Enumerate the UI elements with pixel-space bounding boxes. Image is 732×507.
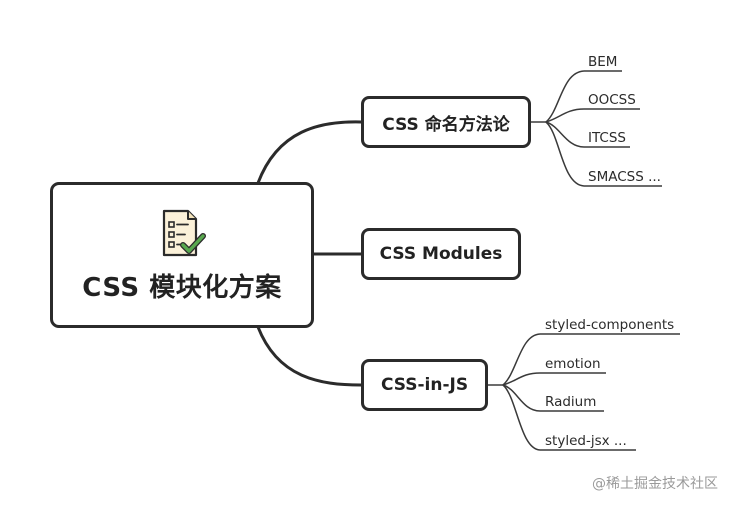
connector-to-styled-components [502, 333, 541, 386]
branch-label: CSS-in-JS [380, 375, 469, 395]
leaf-styled-components[interactable]: styled-components [545, 317, 675, 333]
connector-to-itcss [545, 121, 585, 148]
branch-css-modules[interactable]: CSS Modules [361, 228, 521, 280]
central-topic[interactable]: CSS 模块化方案 [50, 182, 314, 328]
leaf-bem[interactable]: BEM [588, 54, 618, 70]
leaf-radium[interactable]: Radium [545, 394, 597, 410]
branch-label: CSS Modules [379, 244, 503, 264]
connector-central-to-cssinjs [256, 325, 363, 387]
leaf-styled-jsx[interactable]: styled-jsx ... [545, 433, 627, 449]
checklist-icon [158, 207, 206, 259]
connector-to-bem [545, 70, 585, 123]
leaf-oocss[interactable]: OOCSS [588, 92, 636, 108]
leaf-itcss[interactable]: ITCSS [588, 130, 627, 146]
watermark: @稀土掘金技术社区 [592, 476, 718, 492]
central-topic-title: CSS 模块化方案 [82, 272, 282, 303]
branch-naming-methodology[interactable]: CSS 命名方法论 [361, 96, 531, 148]
connector-central-to-naming [256, 120, 363, 185]
leaf-emotion[interactable]: emotion [545, 356, 601, 372]
connector-to-emotion [502, 372, 541, 386]
connector-to-radium [502, 384, 541, 412]
connector-to-oocss [545, 108, 585, 123]
leaf-smacss[interactable]: SMACSS ... [588, 169, 661, 185]
connector-to-smacss [545, 121, 585, 187]
connector-to-styled-jsx [502, 384, 541, 451]
branch-label: CSS 命名方法论 [382, 114, 510, 135]
branch-css-in-js[interactable]: CSS-in-JS [361, 359, 488, 411]
